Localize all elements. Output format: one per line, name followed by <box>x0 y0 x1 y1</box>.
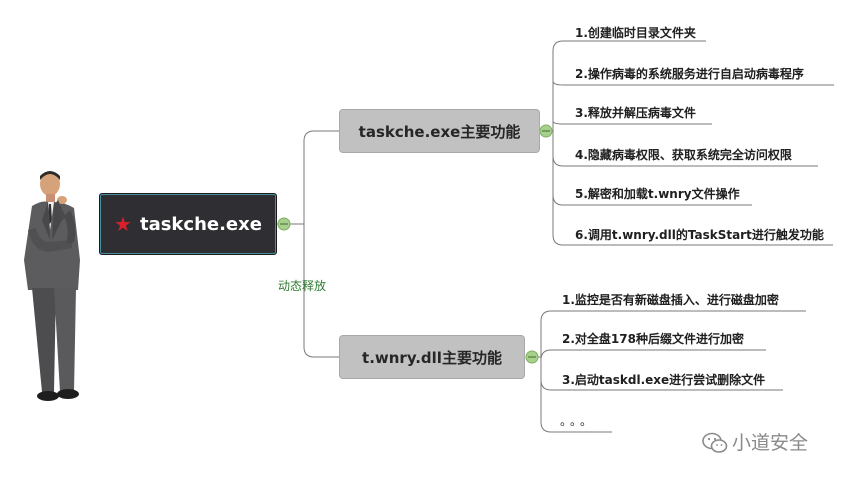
connector-leaf-2-2 <box>540 349 766 361</box>
leaf-node[interactable]: 3.启动taskdl.exe进行尝试删除文件 <box>562 373 766 387</box>
leaf-node[interactable]: 6.调用t.wnry.dll的TaskStart进行触发功能 <box>575 228 824 242</box>
edge-label-dynamic-release: 动态释放 <box>278 279 327 293</box>
leaf-node[interactable]: 5.解密和加载t.wnry文件操作 <box>575 187 740 201</box>
connector-leaf-1-6 <box>552 131 833 246</box>
leaf-node[interactable]: 1.创建临时目录文件夹 <box>575 26 696 40</box>
branch-node-label: taskche.exe主要功能 <box>358 122 521 141</box>
watermark: 小道安全 <box>702 428 808 455</box>
root-node-label: taskche.exe <box>139 213 262 235</box>
red-star-icon: ★ <box>114 212 132 236</box>
businessman-figure-icon <box>18 170 94 406</box>
branch-node-taskche[interactable]: taskche.exe主要功能 <box>339 109 540 153</box>
leaf-node[interactable]: 2.操作病毒的系统服务进行自启动病毒程序 <box>575 67 804 81</box>
leaf-node[interactable]: 4.隐藏病毒权限、获取系统完全访问权限 <box>575 148 792 162</box>
watermark-text: 小道安全 <box>732 432 809 454</box>
connector-branch-2 <box>303 224 339 358</box>
leaf-node[interactable]: 1.监控是否有新磁盘插入、进行磁盘加密 <box>562 293 779 307</box>
connector-leaf-1-1 <box>552 40 706 131</box>
wechat-icon <box>702 432 728 453</box>
connector-leaf-1-3 <box>552 120 712 131</box>
leaf-node[interactable]: 3.释放并解压病毒文件 <box>575 106 696 120</box>
connector-leaf-2-1 <box>540 310 806 357</box>
branch-node-label: t.wnry.dll主要功能 <box>362 348 502 367</box>
connector-leaf-2-4 <box>540 357 612 433</box>
leaf-node[interactable]: 2.对全盘178种后缀文件进行加密 <box>562 332 744 346</box>
leaf-node-ellipsis[interactable]: 。。。 <box>560 414 597 428</box>
connector-leaf-1-2 <box>552 80 834 131</box>
root-node[interactable]: ★ taskche.exe <box>99 193 277 255</box>
branch-node-twnry-dll[interactable]: t.wnry.dll主要功能 <box>339 335 525 379</box>
connector-branch-1 <box>303 130 339 224</box>
